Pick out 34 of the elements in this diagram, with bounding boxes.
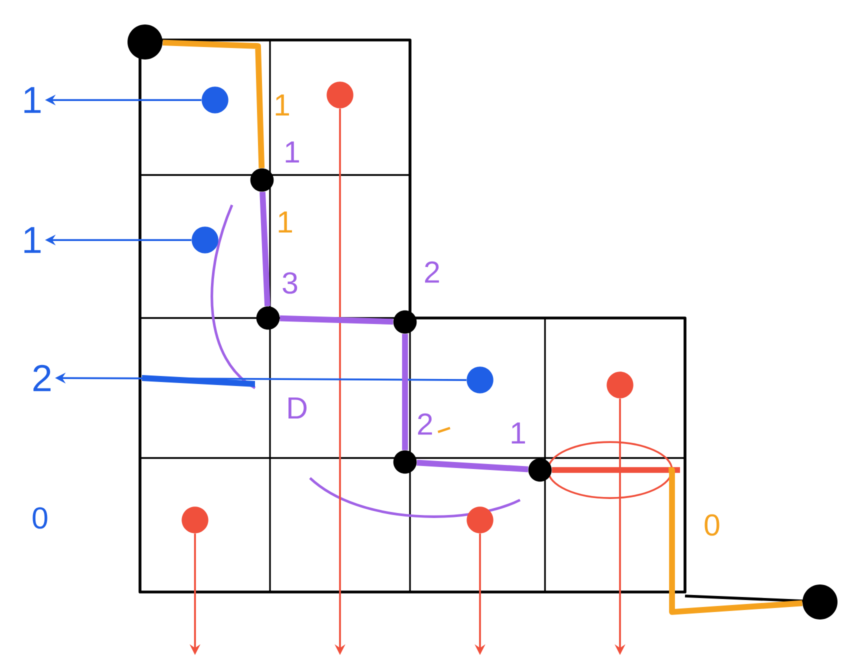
junction-dot [256, 306, 280, 330]
path-segment [416, 460, 528, 472]
path-segment [162, 40, 265, 168]
path-segment [280, 315, 394, 325]
path-segment [402, 334, 408, 450]
dot [192, 226, 218, 254]
junction-dot [802, 584, 838, 620]
dot [606, 372, 634, 398]
junction-dot [128, 24, 162, 60]
junction-dot [393, 450, 417, 474]
number-label: 1 [276, 94, 289, 116]
number-label: D [288, 398, 307, 418]
dot [326, 82, 354, 108]
number-label: 1 [24, 227, 41, 253]
dot [182, 506, 208, 534]
number-label: 0 [32, 507, 48, 529]
number-label: 1 [278, 212, 292, 232]
number-label: 0 [704, 514, 720, 536]
number-label: 3 [282, 272, 298, 294]
dot [466, 366, 494, 394]
number-label: 1 [24, 87, 41, 113]
junction-dot [250, 168, 274, 192]
junction-dot [528, 458, 552, 482]
number-label: 2 [425, 261, 439, 283]
number-label: 2 [418, 413, 432, 435]
number-label: 1 [286, 142, 299, 162]
dot [466, 506, 494, 534]
junction-dot [393, 310, 417, 334]
path-segment [552, 467, 680, 473]
number-label: 1 [512, 422, 525, 444]
dot [202, 86, 228, 114]
path-segment [668, 467, 802, 615]
number-label: 2 [33, 364, 51, 392]
path-segment [260, 192, 270, 306]
